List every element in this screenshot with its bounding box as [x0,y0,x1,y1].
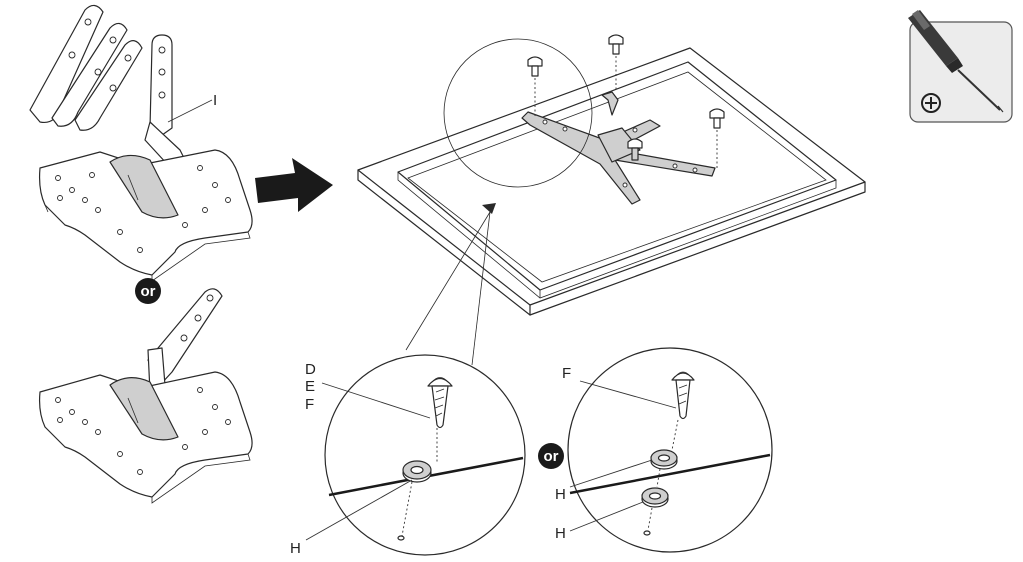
bolt-d-e-f [427,377,453,429]
or-badge-left: or [135,278,161,304]
washer-h-right-bottom [641,487,669,508]
label-part-i: I [213,92,217,109]
detail-magnifier-circle [443,38,593,188]
screws-top [527,34,725,168]
label-part-f-left: F [305,396,314,413]
wall-plate-top [38,149,253,282]
right-arrow-icon [255,158,333,212]
label-part-h-right-bottom: H [555,525,566,542]
or-badge-right: or [538,443,564,469]
swivel-arms [29,4,186,166]
label-part-f-right: F [562,365,571,382]
washer-h-right-top [650,449,678,470]
detail-callout-cone [405,203,496,366]
bracket-assembly-short-arm [38,288,253,504]
label-part-h-right-top: H [555,486,566,503]
bracket-assembly-long-arms: I [29,4,253,282]
svg-text:or: or [544,448,559,465]
label-part-e: E [305,378,315,395]
tv-back-panel [357,47,866,316]
label-part-d: D [305,361,316,378]
detail-circle-right [567,347,773,553]
detail-circle-left [324,354,526,556]
washer-h-left [402,460,432,483]
bolt-f [671,371,695,420]
phillips-screwdriver-icon [908,10,1013,123]
svg-text:or: or [141,283,156,300]
vesa-mount-bracket [521,91,716,205]
label-part-h-left: H [290,540,301,557]
